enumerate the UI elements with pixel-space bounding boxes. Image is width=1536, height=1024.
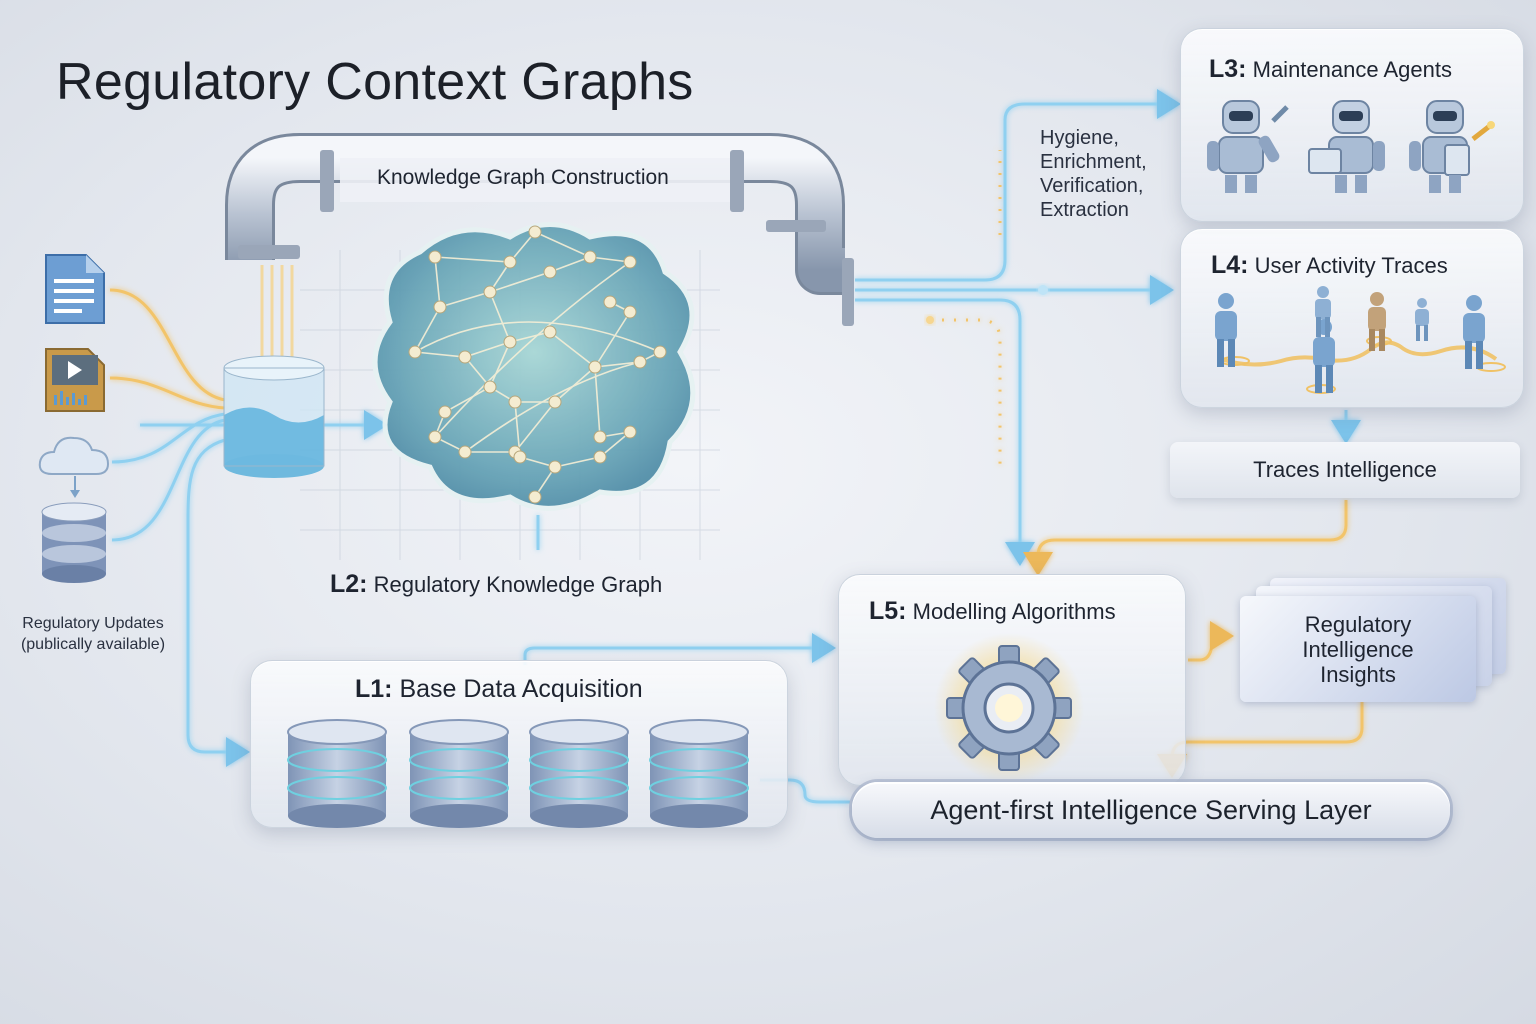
l3-name: Maintenance Agents [1252, 57, 1452, 82]
video-file-icon [45, 348, 105, 412]
l2-label: L2: Regulatory Knowledge Graph [330, 570, 662, 599]
robot-icon [1308, 100, 1385, 193]
l3-panel: L3: Maintenance Agents [1180, 28, 1524, 222]
gear-icon [934, 633, 1084, 783]
sources-label: Regulatory Updates (publically available… [8, 613, 178, 655]
l4-code: L4: [1211, 251, 1249, 279]
l5-name: Modelling Algorithms [912, 599, 1116, 624]
insights-line: Intelligence [1302, 636, 1414, 662]
person-icon [1315, 286, 1331, 337]
traces-intelligence-label: Traces Intelligence [1253, 457, 1437, 482]
person-icon [1463, 295, 1485, 369]
serving-layer-label: Agent-first Intelligence Serving Layer [930, 794, 1372, 825]
l5-label: L5: Modelling Algorithms [869, 597, 1116, 626]
cloud-icon [38, 436, 110, 498]
person-icon [1215, 293, 1237, 367]
insights-line: Regulatory [1304, 611, 1412, 637]
person-icon [1368, 292, 1386, 351]
l4-panel: L4: User Activity Traces [1180, 228, 1524, 408]
l1-code: L1: [355, 675, 393, 703]
person-icon [1415, 298, 1429, 341]
insights-line: Insights [1320, 661, 1396, 687]
robot-icon [1207, 100, 1289, 193]
knowledge-graph [372, 222, 696, 511]
page-title: Regulatory Context Graphs [56, 53, 694, 111]
serving-layer-pill: Agent-first Intelligence Serving Layer [852, 782, 1450, 838]
l2-name: Regulatory Knowledge Graph [373, 572, 663, 597]
l3-code: L3: [1209, 55, 1247, 83]
pipe-label: Knowledge Graph Construction [377, 166, 669, 189]
robot-icon [1409, 100, 1495, 193]
l5-panel: L5: Modelling Algorithms [838, 574, 1186, 786]
traces-intelligence-banner: Traces Intelligence [1170, 442, 1520, 498]
l3-task: Verification, [1040, 175, 1144, 197]
insights-card-front: Regulatory Intelligence Insights [1240, 596, 1476, 702]
insights-stack: Regulatory Intelligence Insights [1240, 578, 1510, 708]
l1-label: L1: Base Data Acquisition [355, 675, 643, 704]
l5-code: L5: [869, 597, 907, 625]
sources-label-line2: (publically available) [20, 636, 166, 653]
l3-task: Hygiene, [1040, 127, 1119, 149]
l3-task: Enrichment, [1040, 151, 1147, 173]
document-icon [45, 254, 105, 324]
l3-task: Extraction [1040, 199, 1129, 221]
l4-name: User Activity Traces [1254, 253, 1448, 278]
database-icon [41, 502, 107, 583]
l4-label: L4: User Activity Traces [1211, 251, 1448, 280]
l3-label: L3: Maintenance Agents [1209, 55, 1452, 84]
sources-label-line1: Regulatory Updates [22, 615, 164, 632]
l1-name: Base Data Acquisition [399, 675, 643, 703]
l3-tasks: Hygiene, Enrichment, Verification, Extra… [1040, 126, 1147, 222]
l2-code: L2: [330, 570, 368, 598]
